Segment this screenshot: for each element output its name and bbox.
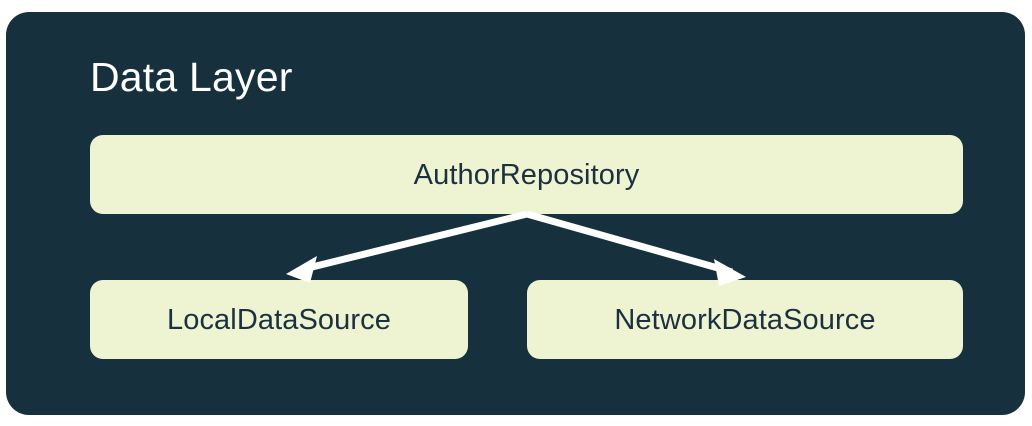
layer-title: Data Layer — [90, 54, 293, 100]
node-network-data-source[interactable]: NetworkDataSource — [527, 280, 963, 359]
node-local-data-source[interactable]: LocalDataSource — [90, 280, 468, 359]
node-label-local-data-source: LocalDataSource — [167, 303, 391, 336]
node-label-network-data-source: NetworkDataSource — [614, 303, 876, 336]
node-author-repository[interactable]: AuthorRepository — [90, 135, 963, 214]
node-label-author-repository: AuthorRepository — [413, 158, 640, 191]
